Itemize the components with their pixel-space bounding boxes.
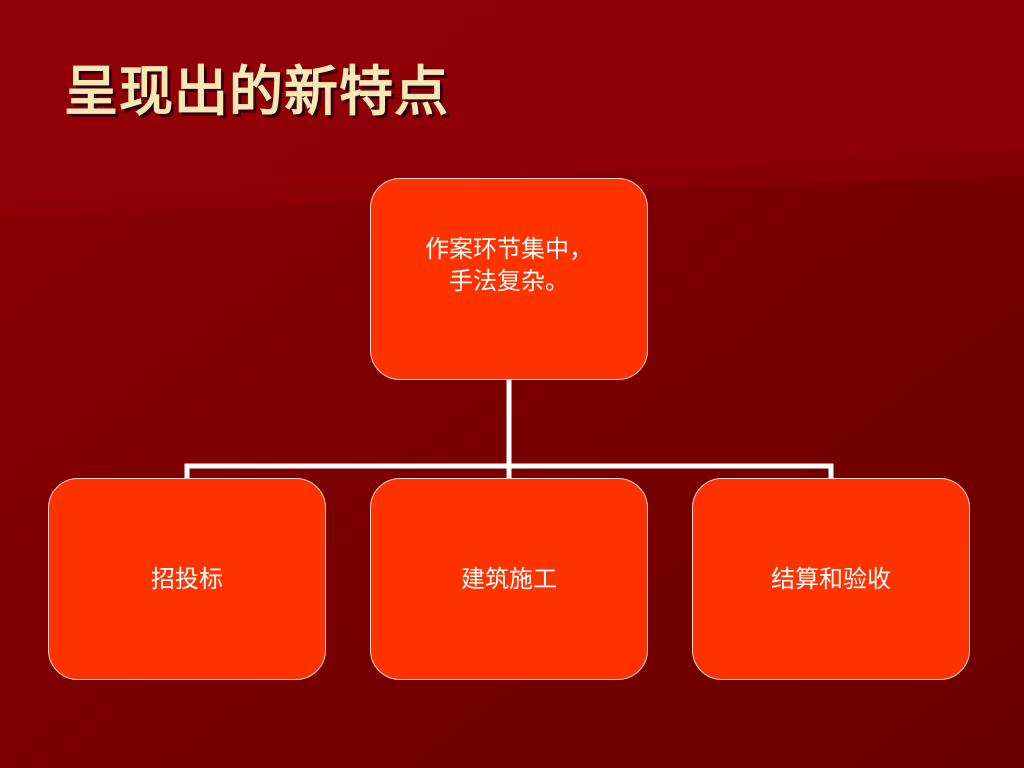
- diagram-child-node-bidding: 招投标: [48, 478, 326, 680]
- diagram-root-node: 作案环节集中， 手法复杂。: [370, 178, 648, 380]
- root-node-line-1: 作案环节集中，: [425, 234, 593, 263]
- slide-title: 呈现出的新特点: [64, 59, 449, 123]
- diagram-child-node-settlement: 结算和验收: [692, 478, 970, 680]
- child-node-label: 招投标: [151, 564, 223, 593]
- root-node-line-2: 手法复杂。: [449, 267, 569, 295]
- child-node-label: 建筑施工: [461, 564, 557, 593]
- diagram-child-node-construction: 建筑施工: [370, 478, 648, 680]
- child-node-label: 结算和验收: [771, 564, 891, 593]
